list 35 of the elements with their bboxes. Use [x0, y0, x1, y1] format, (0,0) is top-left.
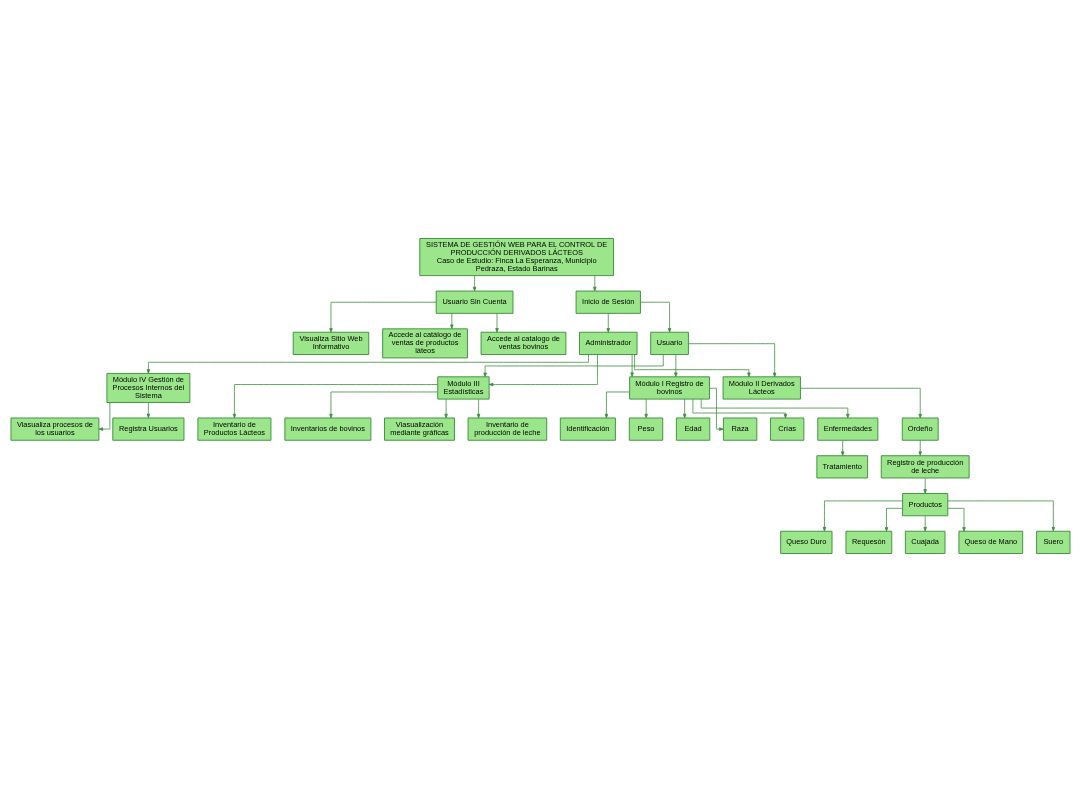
arrow [674, 353, 678, 377]
arrow [644, 398, 648, 418]
arrow [923, 515, 927, 531]
arrow [918, 439, 922, 456]
arrow [634, 353, 751, 377]
arrow [692, 398, 788, 418]
arrow [884, 507, 903, 532]
arrow [688, 342, 777, 377]
arrow [483, 353, 664, 377]
arrow [604, 391, 630, 418]
arrow [488, 353, 598, 386]
arrow [640, 301, 672, 333]
arrow [476, 398, 481, 418]
arrow [232, 383, 438, 418]
arrow [800, 387, 922, 418]
arrow [329, 391, 439, 418]
arrow [947, 507, 966, 532]
arrow [700, 398, 850, 418]
arrow [450, 312, 454, 329]
arrow [593, 274, 597, 291]
arrow [630, 353, 634, 377]
arrow [923, 477, 927, 494]
arrow [947, 500, 1055, 531]
arrow [822, 500, 903, 531]
arrow [146, 401, 151, 418]
arrow [146, 353, 589, 374]
arrow [682, 398, 687, 418]
arrow [841, 439, 845, 456]
arrow [329, 301, 437, 333]
arrow [98, 401, 111, 431]
arrow [606, 312, 610, 333]
arrow [495, 312, 499, 333]
arrow [444, 398, 448, 418]
arrow [472, 274, 477, 291]
arrow [709, 387, 724, 431]
